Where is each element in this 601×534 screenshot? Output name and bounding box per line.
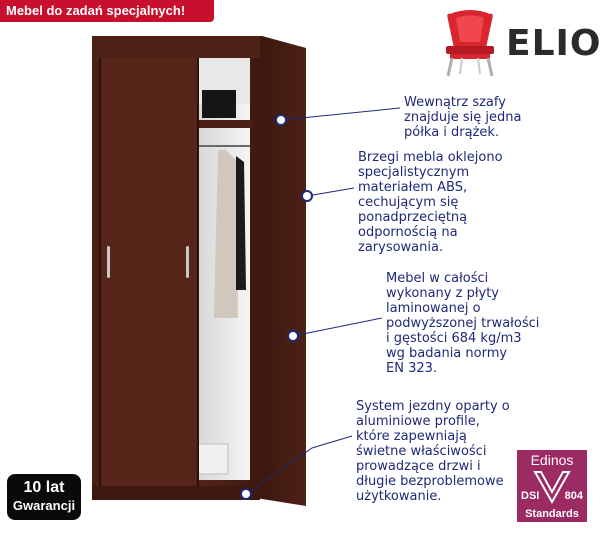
checkmark-icon (533, 471, 571, 505)
edinos-certificate-badge: Edinos DSI 804 Standards (517, 450, 587, 522)
chair-icon (446, 10, 494, 77)
promo-banner: Mebel do zadań specjalnych! (0, 0, 214, 22)
callout-edges: Brzegi mebla oklejono specjalistycznym m… (358, 150, 503, 255)
callout-interior: Wewnątrz szafy znajduje się jedna półka … (404, 95, 522, 140)
callout-material: Mebel w całości wykonany z płyty laminow… (386, 271, 540, 376)
warranty-years: 10 lat (23, 479, 65, 496)
wardrobe-image (92, 36, 306, 506)
brand-logo-text: ELIOR (506, 23, 601, 64)
certificate-label: Standards (525, 508, 579, 520)
warranty-label: Gwarancji (12, 498, 76, 513)
callout-sliding-system: System jezdny oparty o aluminiowe profil… (356, 399, 510, 504)
warranty-badge: 10 lat Gwarancji (7, 474, 81, 520)
certificate-code-right: 804 (564, 490, 583, 502)
certificate-name: Edinos (530, 452, 574, 468)
certificate-code-left: DSI (521, 490, 540, 502)
